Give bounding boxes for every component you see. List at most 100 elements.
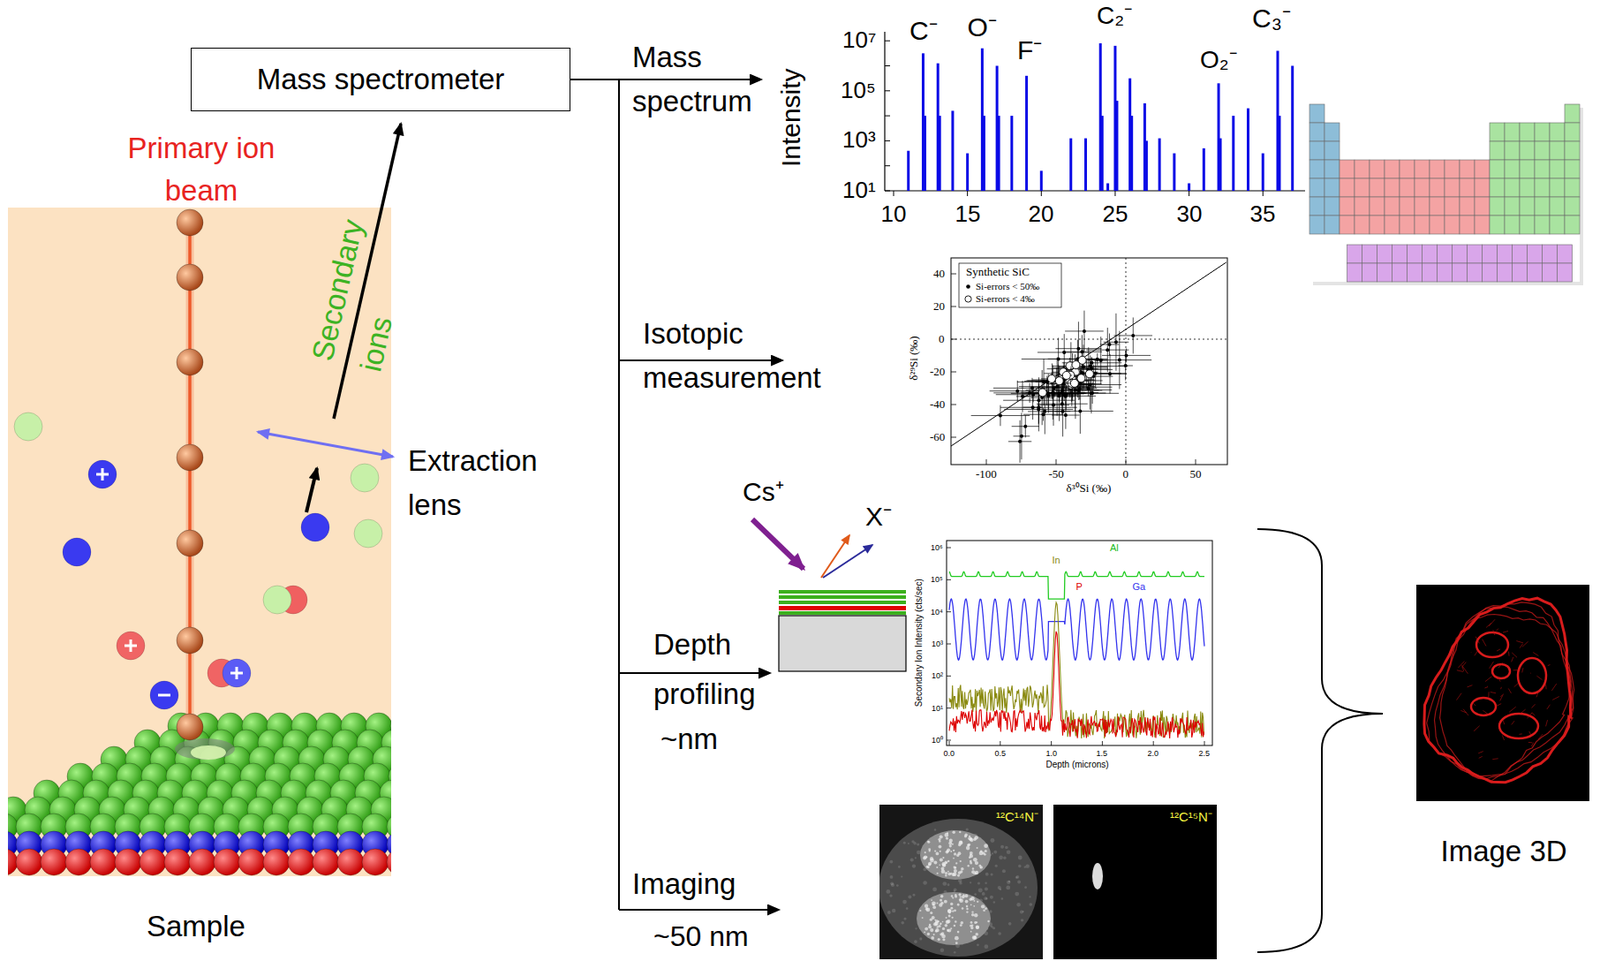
data-point xyxy=(1105,347,1110,352)
speckle xyxy=(928,847,931,851)
speckle xyxy=(999,888,1002,891)
speckle xyxy=(997,931,1002,936)
data-point xyxy=(1015,389,1019,393)
layer xyxy=(778,600,906,604)
element-cell xyxy=(1564,159,1580,179)
speckle xyxy=(900,920,905,925)
element-cell xyxy=(1512,244,1528,264)
cell-texture xyxy=(1473,725,1480,732)
data-point xyxy=(1038,388,1047,397)
element-cell xyxy=(1444,215,1460,234)
speckle xyxy=(928,923,931,926)
speckle xyxy=(998,855,1004,861)
spectrum-peak xyxy=(921,52,925,191)
speckle xyxy=(981,904,985,908)
element-cell xyxy=(1347,263,1363,282)
speckle xyxy=(960,920,965,925)
element-cell xyxy=(1489,159,1505,179)
speckle xyxy=(946,847,951,852)
label: 10⁷ xyxy=(842,27,876,54)
speckle xyxy=(923,930,926,933)
cell-texture xyxy=(1508,651,1510,657)
sputtered-particle xyxy=(350,463,379,492)
speckle xyxy=(944,871,948,875)
speckle xyxy=(949,912,951,914)
axis-tick xyxy=(966,190,968,197)
element-cell xyxy=(1542,244,1558,264)
charge-sign xyxy=(235,666,239,680)
atom xyxy=(188,848,216,876)
speckle xyxy=(937,837,941,841)
speckle xyxy=(966,845,971,851)
element-cell xyxy=(1407,244,1423,264)
cell-texture xyxy=(1484,686,1488,688)
speckle xyxy=(975,925,980,929)
element-cell xyxy=(1549,159,1565,179)
speckle xyxy=(949,838,953,843)
element-cell xyxy=(1519,178,1535,197)
data-point xyxy=(1076,347,1080,351)
label: Depth (microns) xyxy=(1046,759,1110,770)
speckle xyxy=(1001,897,1004,899)
speckle xyxy=(981,891,986,896)
data-point xyxy=(1030,385,1034,390)
label: Sample xyxy=(146,909,246,944)
speckle xyxy=(984,906,988,910)
speckle xyxy=(976,846,979,849)
speckle xyxy=(958,870,962,875)
speckle xyxy=(984,887,989,891)
data-point xyxy=(1060,401,1065,406)
element-cell xyxy=(1309,178,1325,197)
speckle xyxy=(982,908,986,912)
speckle xyxy=(950,894,954,898)
label: δ³⁰Si (‰) xyxy=(1066,482,1112,496)
label: 25 xyxy=(1102,201,1129,228)
nucleus xyxy=(920,830,991,880)
speckle xyxy=(919,936,922,940)
element-cell xyxy=(1437,244,1453,264)
data-point xyxy=(1031,405,1035,409)
cell-texture xyxy=(1511,656,1514,662)
speckle xyxy=(969,851,974,855)
cell-texture xyxy=(1460,709,1466,712)
element-cell xyxy=(1534,196,1550,216)
cell-texture xyxy=(1457,661,1465,668)
speckle xyxy=(887,910,891,914)
speckle xyxy=(971,913,974,916)
spectrum-peak xyxy=(906,150,910,191)
spectrum-peak xyxy=(981,48,984,191)
speckle xyxy=(929,917,933,921)
speckle xyxy=(927,865,930,868)
spectrum-peak xyxy=(1145,140,1148,191)
element-cell xyxy=(1542,263,1558,282)
label: C₃⁻ xyxy=(1252,3,1291,35)
speckle xyxy=(924,927,929,931)
substrate xyxy=(778,615,906,672)
crater xyxy=(190,745,227,760)
speckle xyxy=(1020,918,1024,921)
speckle xyxy=(947,908,952,914)
axis-tick xyxy=(986,459,988,465)
element-cell xyxy=(1407,263,1423,282)
axis-tick xyxy=(1204,740,1206,746)
label: O₂⁻ xyxy=(1200,45,1238,75)
element-cell xyxy=(1549,178,1565,197)
speckle xyxy=(940,947,945,952)
cell-texture xyxy=(1497,675,1501,681)
element-cell xyxy=(1414,159,1430,179)
speckle xyxy=(928,861,932,866)
spectrum-peak xyxy=(1113,45,1117,191)
axis xyxy=(883,31,885,191)
element-cell xyxy=(1369,159,1385,179)
label: In xyxy=(1052,554,1061,567)
speckle xyxy=(955,941,959,944)
legend-box xyxy=(958,263,1062,308)
element-cell xyxy=(1437,263,1453,282)
axis-tick xyxy=(884,115,891,117)
speckle xyxy=(965,899,969,904)
sputter-arrow xyxy=(821,535,850,578)
speckle xyxy=(939,850,942,853)
speckle xyxy=(929,856,934,861)
spectrum-peak xyxy=(1290,66,1294,192)
cell-texture xyxy=(1496,703,1502,707)
